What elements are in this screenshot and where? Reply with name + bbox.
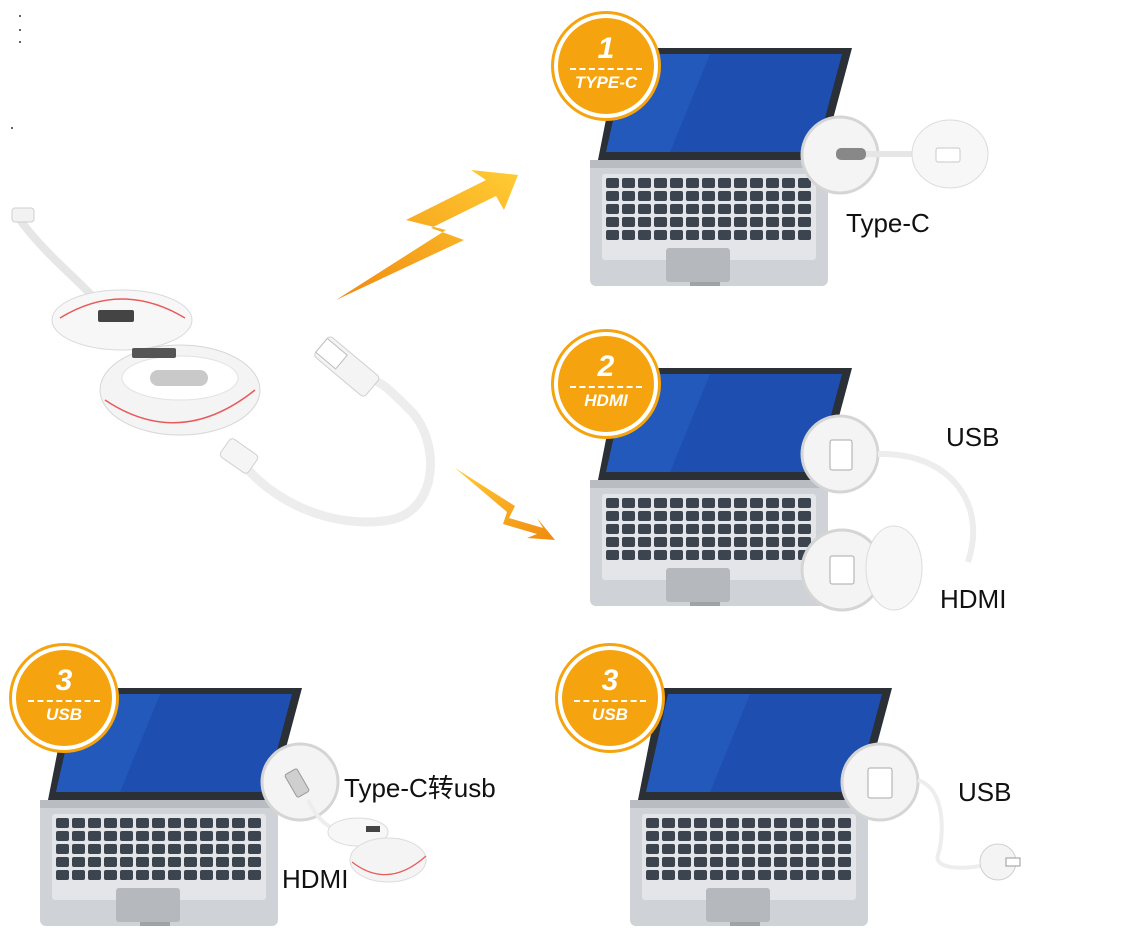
label-type-c-to-usb: Type-C转usb <box>344 773 496 803</box>
laptop-illustration <box>590 368 852 606</box>
typec-to-usb-zoom <box>260 742 427 883</box>
decorative-dots <box>11 15 21 129</box>
lightning-arrow-up <box>336 170 518 300</box>
label-type-c: Type-C <box>846 208 930 238</box>
wireless-display-dongle <box>11 207 435 527</box>
laptop-illustration <box>590 48 852 286</box>
label-hdmi-step2: HDMI <box>940 584 1007 614</box>
label-hdmi-step3: HDMI <box>282 864 349 894</box>
usb-hdmi-port-zoom <box>800 414 977 612</box>
typec-port-zoom <box>800 115 989 195</box>
label-usb-step3b: USB <box>958 777 1012 807</box>
lightning-arrow-down <box>455 468 555 540</box>
label-usb-step2: USB <box>946 422 1000 452</box>
usb-port-zoom <box>840 742 1021 881</box>
laptop-illustration <box>630 688 892 926</box>
